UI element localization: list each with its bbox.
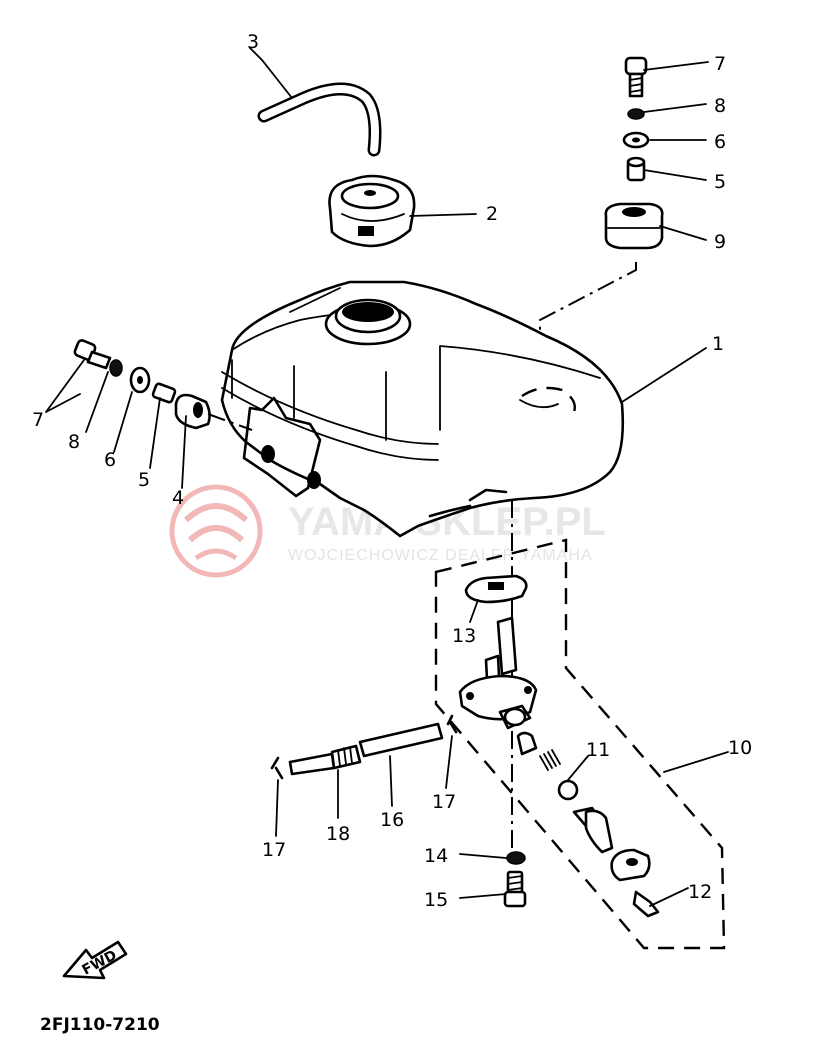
left-mount-hardware: [73, 339, 253, 431]
callout-15: 15: [424, 889, 448, 911]
leader-lines: [45, 47, 729, 907]
right-mount-hardware: [604, 56, 664, 250]
fuel-cock-assembly: [458, 500, 660, 918]
collar-left: [151, 382, 177, 404]
watermark-subtitle: WOJCIECHOWICZ DEALER YAMAHA: [288, 547, 593, 564]
callout-5-top: 5: [714, 171, 726, 193]
left-mount-centerline: [207, 413, 253, 431]
fuel-cock-body: [458, 616, 538, 756]
fuel-cock-lever: [572, 806, 614, 854]
hose-clip-left: [270, 756, 284, 780]
callout-1: 1: [712, 333, 724, 355]
fwd-arrow-marker: FWD: [62, 940, 128, 980]
callout-14: 14: [424, 845, 448, 867]
pipe-18: [288, 744, 362, 776]
callout-16: 16: [380, 809, 404, 831]
damper-left: [174, 393, 211, 430]
callout-5-left: 5: [138, 469, 150, 491]
damper-top: [604, 202, 664, 250]
callout-17-mid: 17: [432, 791, 456, 813]
callout-7-left: 7: [32, 409, 44, 431]
callout-18: 18: [326, 823, 350, 845]
callout-6-top: 6: [714, 131, 726, 153]
screw-12: [632, 890, 660, 918]
drawing-code: 2FJ110-7210: [40, 1015, 160, 1035]
drain-screw-15: [503, 870, 527, 908]
callout-8-top: 8: [714, 95, 726, 117]
callout-7-top: 7: [714, 53, 726, 75]
callout-10: 10: [728, 737, 752, 759]
callout-11: 11: [586, 739, 610, 761]
breather-hose: [257, 82, 382, 157]
callout-12: 12: [688, 881, 712, 903]
callout-13: 13: [452, 625, 476, 647]
fuel-hose-16: [358, 722, 444, 758]
callout-4: 4: [172, 487, 184, 509]
callout-3: 3: [247, 31, 259, 53]
callout-8-left: 8: [68, 431, 80, 453]
bolt-top: [624, 56, 648, 98]
gasket-13: [464, 574, 528, 604]
callout-6-left: 6: [104, 449, 116, 471]
o-ring-11: [557, 779, 579, 801]
lock-washer-top: [627, 108, 645, 120]
bolt-left: [73, 339, 112, 370]
fuel-tank: [220, 280, 625, 538]
fuel-line-parts: [270, 714, 458, 780]
callout-17-left: 17: [262, 839, 286, 861]
callout-9: 9: [714, 231, 726, 253]
washer-left: [129, 366, 151, 394]
collar-top: [626, 156, 646, 182]
fuel-cock-assembly-outline: [434, 538, 726, 950]
fuel-cock-spring: [539, 749, 561, 771]
gasket-14: [506, 851, 526, 865]
washer-top: [622, 131, 650, 149]
callouts: 3 2 7 8 6 5 9 1 7 8 6 5 4 13 10 11 12 14…: [32, 31, 752, 911]
fuel-cap: [328, 174, 416, 248]
callout-2: 2: [486, 203, 498, 225]
watermark-logo: [169, 484, 263, 578]
hose-clip-mid: [446, 714, 458, 734]
lever-plate: [610, 848, 651, 882]
lock-washer-left: [109, 359, 123, 377]
